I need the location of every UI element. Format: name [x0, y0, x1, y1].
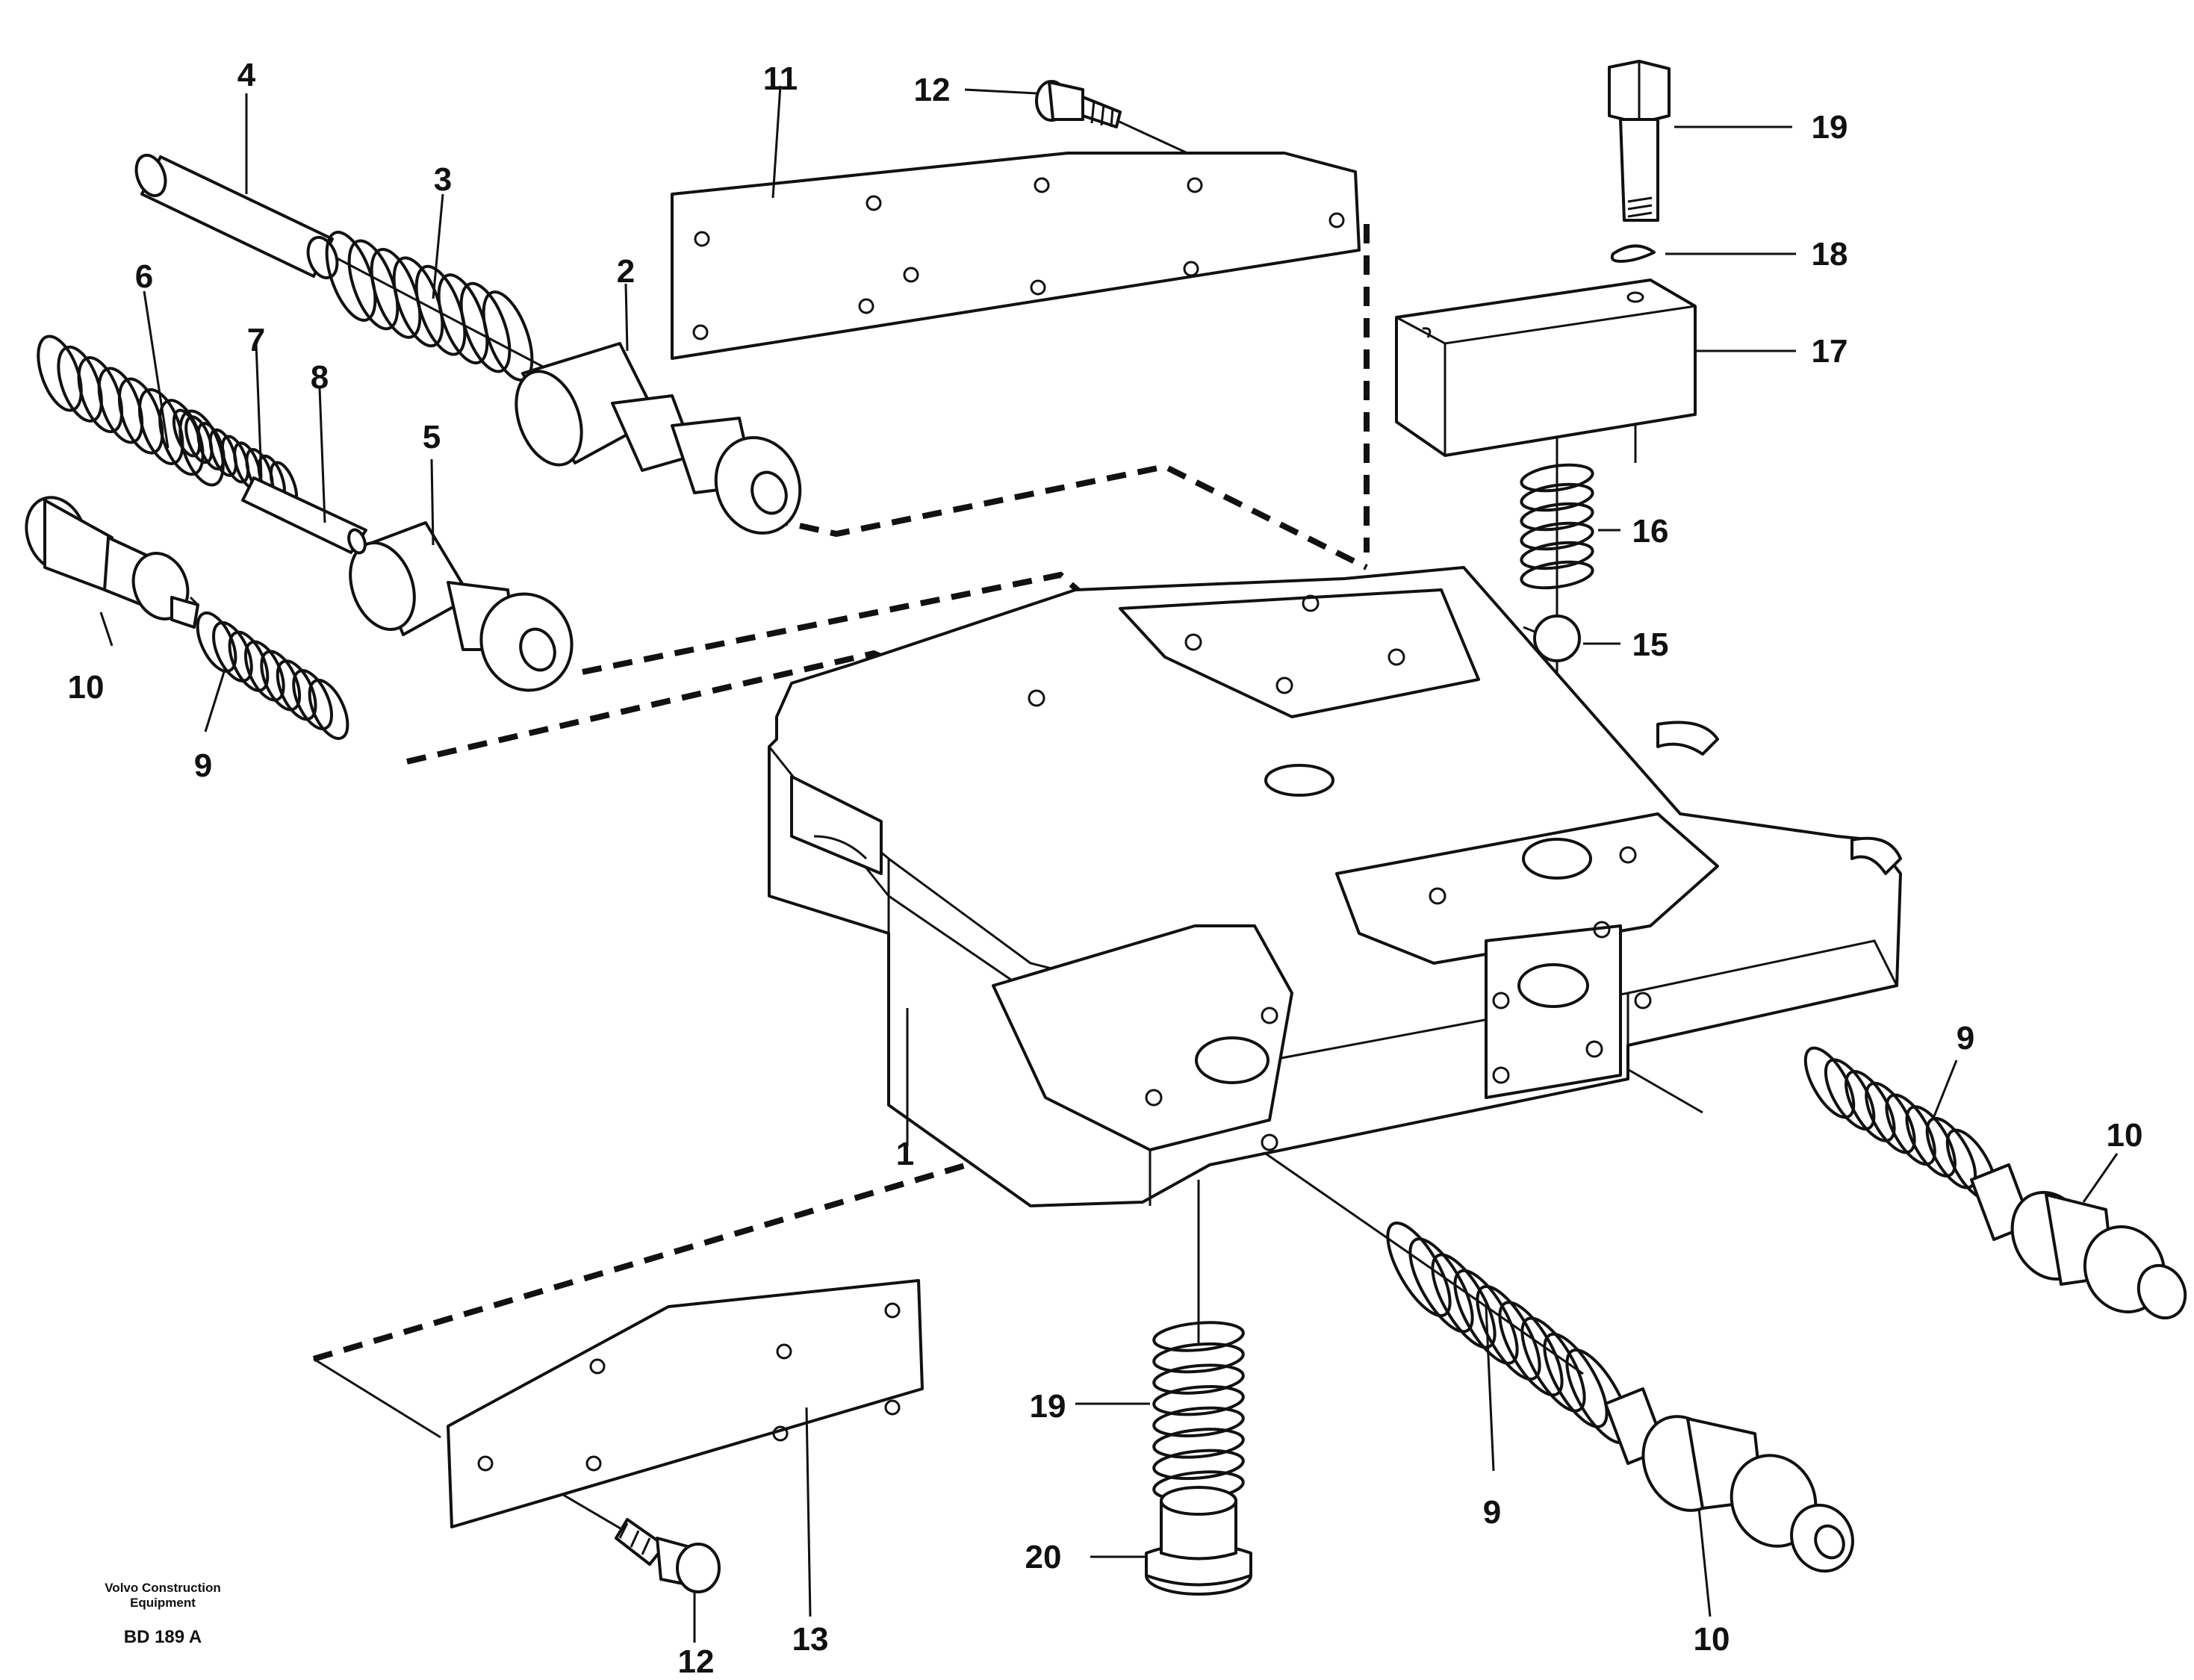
callout-2: 2	[617, 253, 635, 290]
company-name-line2: Equipment	[130, 1596, 196, 1610]
spring-3-coil	[325, 231, 377, 322]
spring-15-coil	[1520, 521, 1594, 551]
callout-14: 15	[1632, 626, 1669, 663]
callout-1: 1	[896, 1136, 914, 1172]
callout-9-bottom: 9	[1483, 1494, 1501, 1531]
spool-10-right	[1970, 1163, 2187, 1320]
callout-16: 17	[1812, 333, 1848, 370]
spring-19-coil	[1152, 1428, 1245, 1459]
spring-19-coil	[1152, 1342, 1245, 1374]
spring-19-coil	[1152, 1449, 1245, 1481]
spring-9-left-coil	[196, 612, 237, 673]
ball-14	[1533, 615, 1581, 662]
spring-9-left-coil	[308, 679, 349, 740]
callout-17: 18	[1812, 236, 1848, 273]
callout-12-bottom: 12	[678, 1643, 715, 1680]
washer-17	[1610, 244, 1656, 263]
callout-18: 19	[1812, 109, 1848, 146]
spring-6	[37, 335, 225, 487]
spring-15-coil	[1520, 502, 1594, 532]
spring-19-coil	[1152, 1321, 1245, 1352]
spring-9-left-coil	[260, 650, 302, 712]
callout-19-label: 19	[1030, 1388, 1066, 1425]
callout-11: 11	[763, 60, 798, 97]
spring-15-coil	[1520, 541, 1594, 570]
rod-8	[241, 476, 367, 555]
rod-4	[134, 153, 339, 280]
spring-15	[1520, 463, 1594, 590]
spring-9-right-coil	[1905, 1105, 1957, 1177]
spring-3-coil	[370, 247, 422, 339]
callout-20: 20	[1025, 1539, 1062, 1575]
callout-9-right: 9	[1957, 1020, 1974, 1057]
spring-9-right-coil	[1925, 1116, 1977, 1189]
callout-9-left: 9	[194, 747, 212, 784]
drawing-reference: BD 189 A	[124, 1627, 202, 1647]
spring-3-coil	[347, 239, 400, 331]
spring-19-coil	[1152, 1363, 1245, 1395]
spring-9-left-coil	[212, 620, 253, 682]
spring-9-left-coil	[243, 640, 285, 702]
bolt-12-top	[1035, 80, 1122, 128]
spring-9-bottom-coil	[1431, 1253, 1497, 1349]
spring-3-coil	[392, 256, 444, 348]
callout-4: 4	[237, 57, 256, 93]
leader-lines	[99, 85, 2119, 1643]
callout-12-top: 12	[914, 72, 951, 108]
spring-9-left-coil	[276, 659, 317, 721]
spring-9-right-coil	[1845, 1070, 1896, 1142]
spring-9-right	[1803, 1046, 1998, 1201]
bolt-12-bottom	[615, 1518, 721, 1593]
spool-10-bottom	[1604, 1387, 1854, 1573]
spring-15-coil	[1520, 560, 1594, 590]
callout-7: 7	[247, 322, 265, 358]
spring-19	[1152, 1321, 1245, 1502]
callout-5: 5	[423, 419, 441, 455]
company-name-line1: Volvo Construction	[105, 1581, 221, 1595]
spring-3-coil	[459, 281, 512, 373]
spring-9-left	[196, 612, 349, 740]
spring-3-coil	[414, 264, 467, 356]
spring-19-coil	[1152, 1385, 1245, 1416]
plug-20	[1145, 1486, 1252, 1596]
spring-19-coil	[1152, 1406, 1245, 1437]
spring-6-coil	[178, 409, 225, 487]
spring-9-right-coil	[1824, 1058, 1876, 1131]
spring-3-coil	[437, 273, 489, 365]
callout-10-right: 10	[2107, 1117, 2143, 1154]
spring-9-left-coil	[292, 669, 333, 731]
spool-2	[515, 342, 802, 535]
spring-9-bottom-coil	[1386, 1222, 1452, 1317]
spring-9-bottom-coil	[1408, 1237, 1474, 1334]
spring-9-bottom-coil	[1498, 1301, 1564, 1397]
spool-5	[349, 521, 574, 692]
callout-8: 8	[311, 359, 329, 396]
callout-10-bottom: 10	[1694, 1621, 1730, 1658]
spring-15-coil	[1520, 482, 1594, 512]
callout-10-left: 10	[68, 669, 105, 706]
spring-9-bottom-coil	[1543, 1332, 1609, 1428]
cover-plate-11	[671, 152, 1361, 360]
block-16	[1395, 279, 1697, 457]
spring-9-bottom-coil	[1520, 1316, 1586, 1413]
cover-plate-13	[447, 1279, 924, 1528]
spring-9-left-coil	[228, 630, 270, 692]
callout-labels: 4 11 12 3 19 18 6 2 7 17 8 5 16 15 10 9 …	[68, 57, 2143, 1680]
spring-9-right-coil	[1885, 1093, 1936, 1166]
spring-9-right-coil	[1865, 1081, 1916, 1154]
drawing-footer: Volvo Construction Equipment BD 189 A	[105, 1581, 221, 1647]
callout-3: 3	[434, 161, 452, 198]
spring-9-bottom	[1386, 1222, 1631, 1444]
callout-6: 6	[135, 258, 153, 295]
spring-9-bottom-coil	[1476, 1285, 1541, 1381]
valve-housing	[768, 566, 1902, 1207]
callout-15: 16	[1632, 513, 1669, 550]
bolt-18	[1608, 60, 1671, 222]
spool-10-left	[25, 496, 199, 629]
spring-15-coil	[1520, 463, 1594, 493]
springs	[37, 231, 1998, 1502]
callout-13: 13	[792, 1621, 829, 1658]
spring-9-right-coil	[1803, 1046, 1856, 1119]
